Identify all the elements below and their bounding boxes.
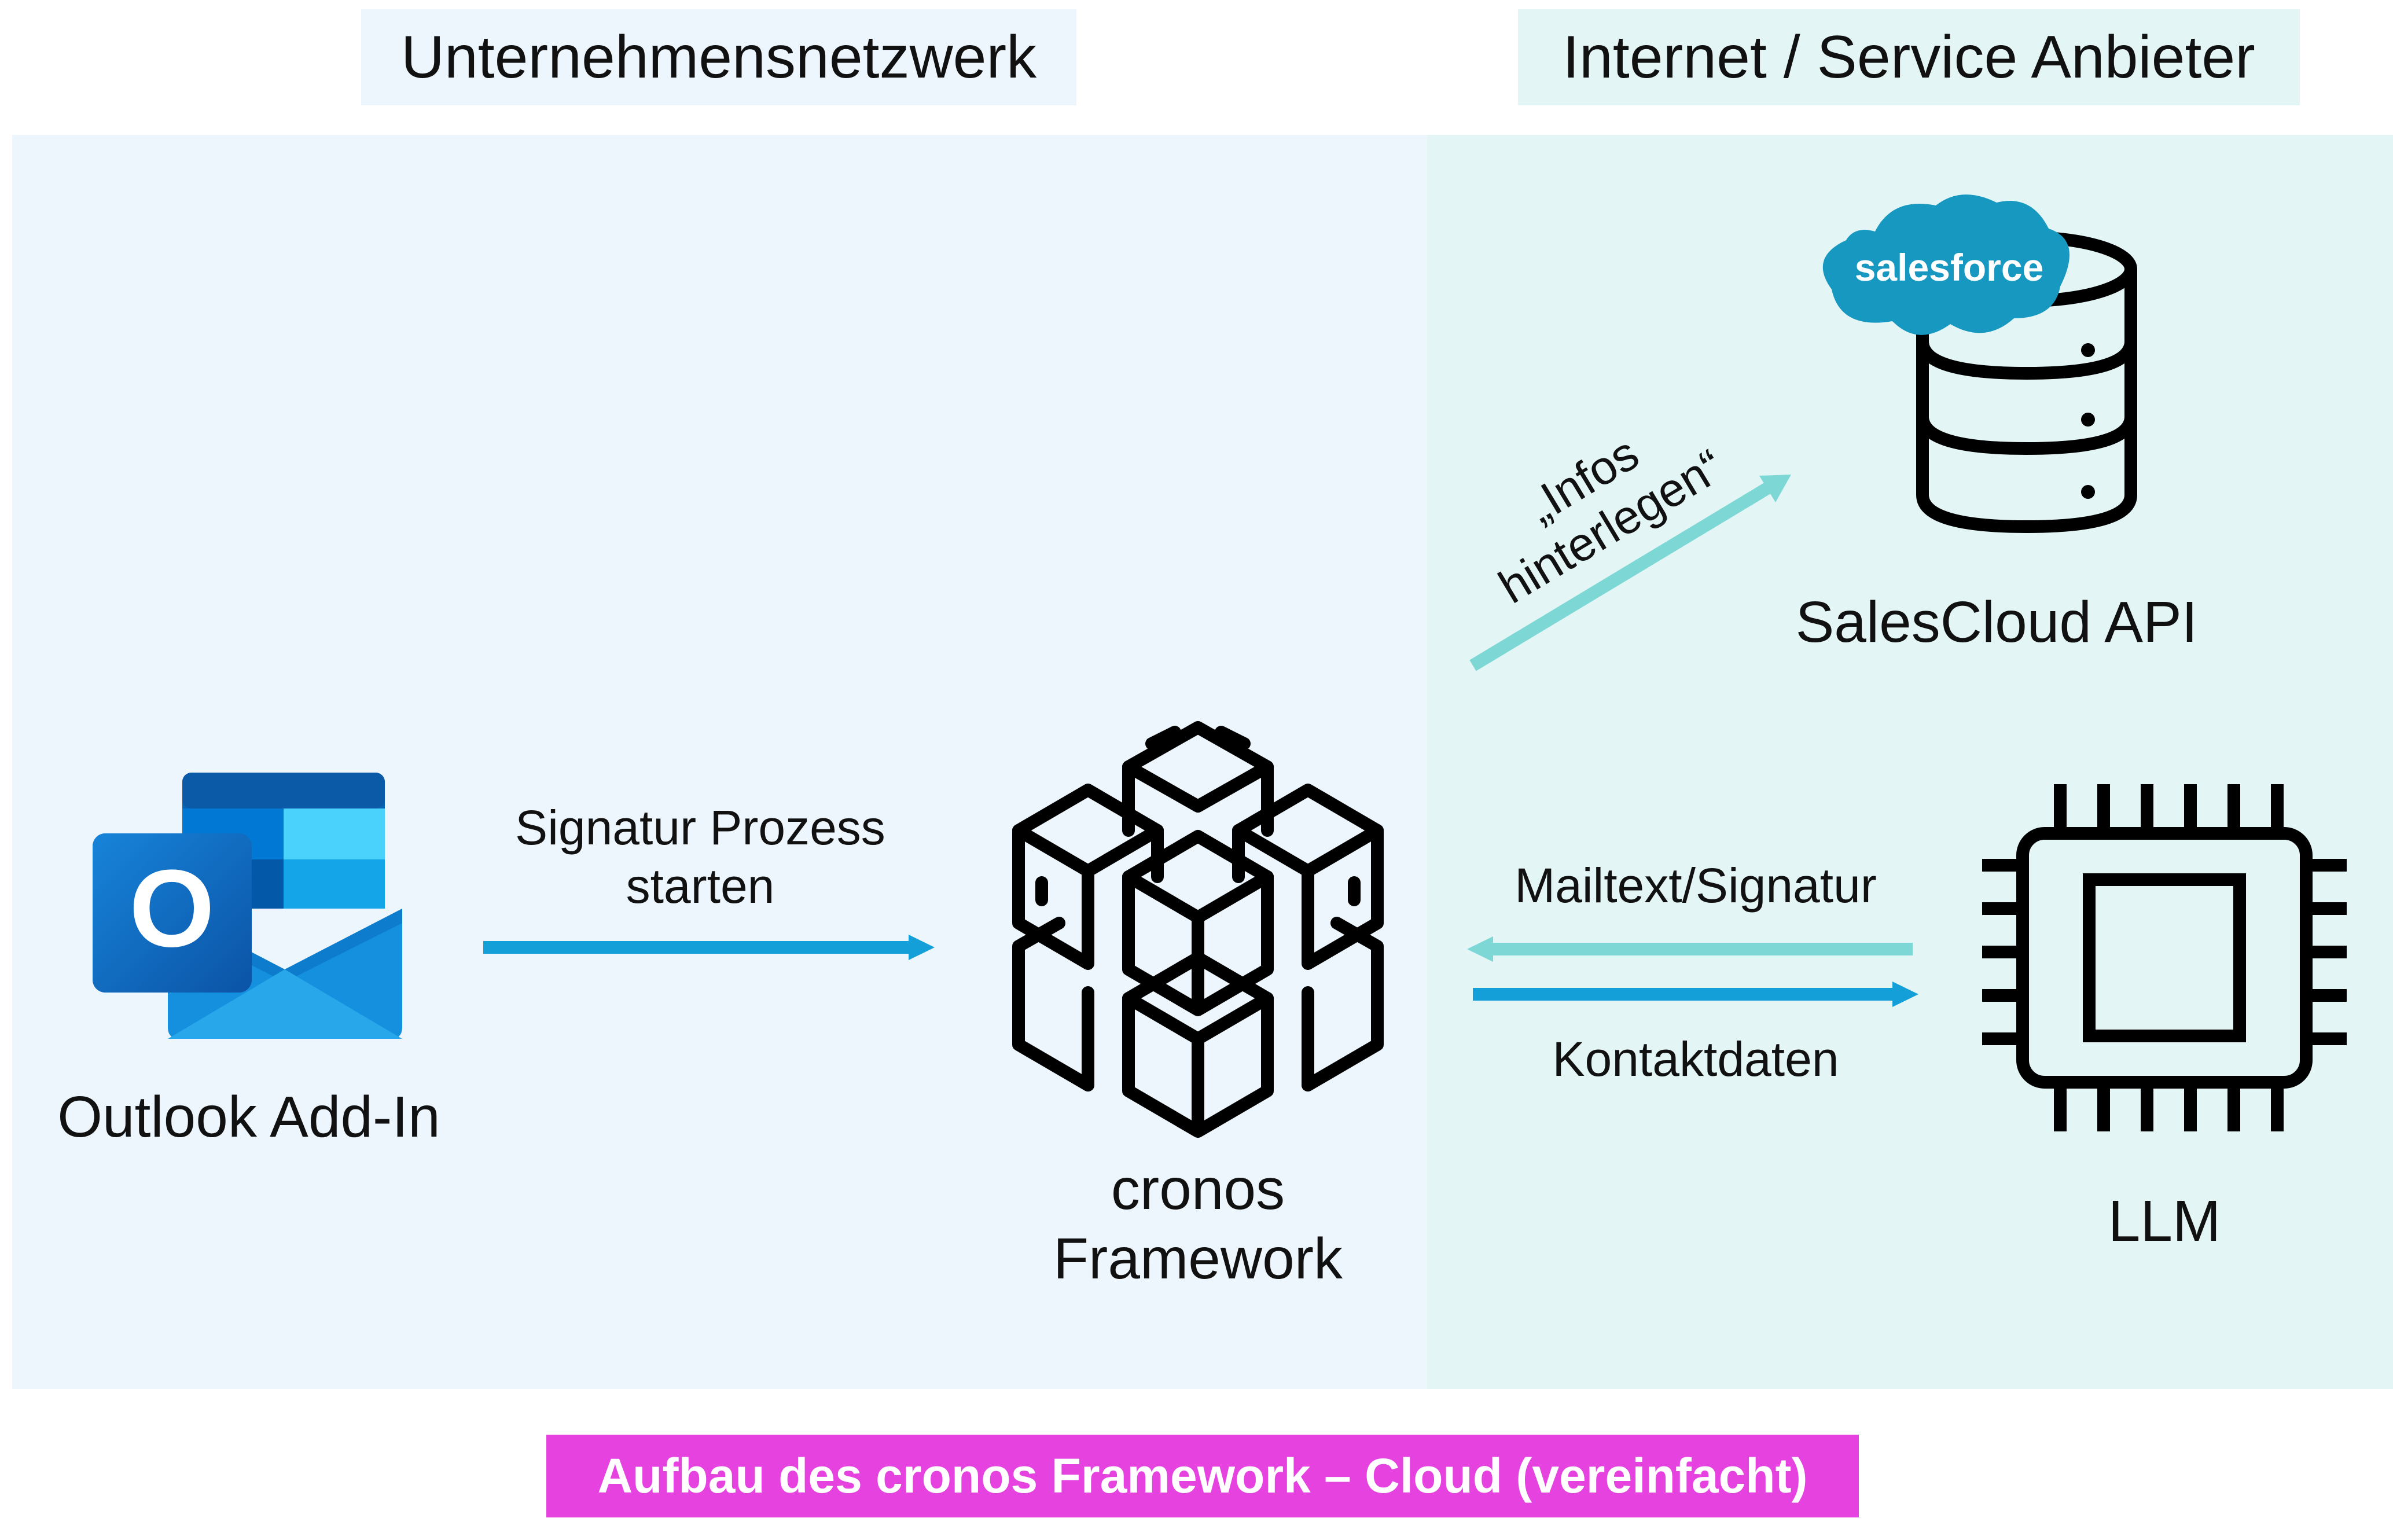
svg-text:O: O <box>129 847 215 970</box>
internet-provider-zone <box>1427 135 2393 1389</box>
cronos-label-line1: cronos <box>1111 1157 1285 1222</box>
cronos-label-line2: Framework <box>1053 1226 1343 1291</box>
database-icon: salesforce <box>1822 194 2137 534</box>
salescloud-label: SalesCloud API <box>1795 590 2198 655</box>
mailtext-arrow <box>1467 936 1913 962</box>
signatur-label-line1: Signatur Prozess <box>515 800 885 855</box>
signatur-label-line2: starten <box>626 858 775 913</box>
cpu-chip-icon <box>1982 784 2347 1131</box>
signatur-label: Signatur Prozess starten <box>469 799 932 916</box>
internet-provider-header: Internet / Service Anbieter <box>1518 9 2300 105</box>
corporate-network-header: Unternehmensnetzwerk <box>361 9 1076 105</box>
svg-text:salesforce: salesforce <box>1855 246 2044 289</box>
cronos-label: cronos Framework <box>966 1155 1429 1293</box>
signatur-arrow <box>483 935 935 960</box>
llm-label: LLM <box>2108 1189 2221 1254</box>
outlook-icon: O <box>93 773 402 1039</box>
corporate-network-zone <box>12 135 1427 1389</box>
salesforce-cloud-logo: salesforce <box>1822 194 2069 335</box>
diagram-caption: Aufbau des cronos Framework – Cloud (ver… <box>546 1435 1859 1517</box>
mailtext-label: Mailtext/Signatur <box>1515 858 1877 913</box>
outlook-label: Outlook Add-In <box>57 1085 440 1149</box>
kontaktdaten-label: Kontaktdaten <box>1552 1032 1839 1086</box>
kontaktdaten-arrow <box>1473 982 1918 1007</box>
infos-arrow <box>1469 475 1791 671</box>
cubes-icon <box>1012 721 1384 1138</box>
